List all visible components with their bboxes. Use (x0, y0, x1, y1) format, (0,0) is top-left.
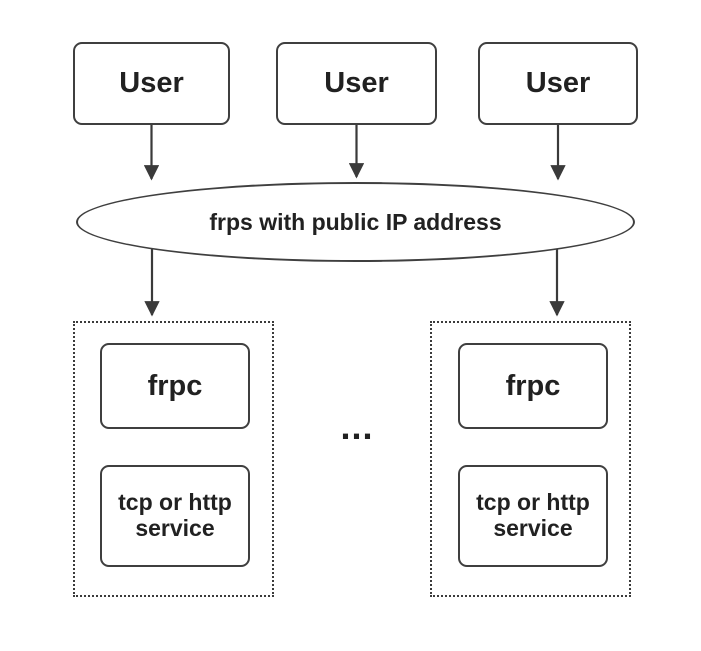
frpc-node-1-label: frpc (147, 369, 203, 402)
user-node-1-label: User (119, 67, 184, 99)
user-node-3: User (478, 42, 638, 125)
frpc-node-2-label: frpc (505, 369, 561, 402)
frps-server-label: frps with public IP address (209, 208, 502, 235)
client-group-2: frpc tcp or http service (430, 321, 631, 597)
user-node-2: User (276, 42, 437, 125)
service-node-1: tcp or http service (100, 465, 250, 567)
service-node-2-label: tcp or http service (476, 489, 590, 541)
service-node-1-label: tcp or http service (118, 489, 232, 541)
service-node-2: tcp or http service (458, 465, 608, 567)
frpc-node-1: frpc (100, 343, 250, 429)
user-node-2-label: User (324, 67, 389, 99)
user-node-1: User (73, 42, 230, 125)
more-clients-ellipsis: ... (340, 406, 374, 447)
frpc-node-2: frpc (458, 343, 608, 429)
client-group-1: frpc tcp or http service (73, 321, 274, 597)
frps-server-node: frps with public IP address (76, 182, 635, 262)
user-node-3-label: User (525, 67, 591, 99)
